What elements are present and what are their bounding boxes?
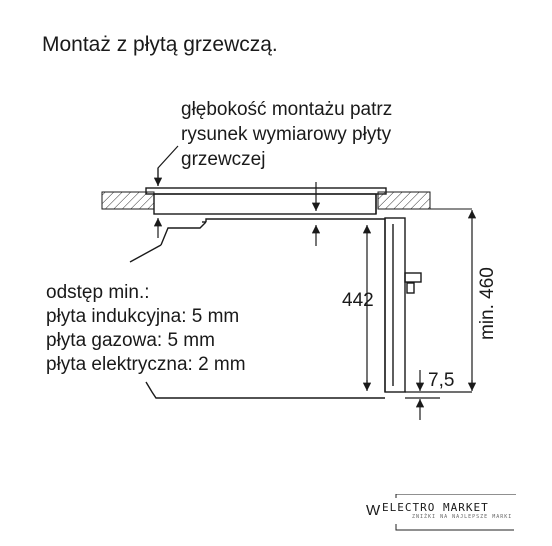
gap-label: 7,5 [428, 370, 454, 391]
oven-door [384, 217, 422, 393]
oven-body [129, 218, 386, 399]
page-title: Montaż z płytą grzewczą. [42, 33, 278, 56]
gap-dimension [405, 370, 472, 420]
hob [145, 187, 387, 215]
depth-note-line-2: rysunek wymiarowy płyty [181, 124, 392, 145]
logo-frame-icon [395, 494, 516, 531]
logo-prefix: W [366, 502, 381, 519]
height-label: 442 [342, 290, 374, 311]
depth-note-line-3: grzewczej [181, 149, 266, 170]
depth-arrow [153, 145, 321, 246]
logo-name: ELECTRO MARKET [382, 501, 489, 514]
spacing-note-gas: płyta gazowa: 5 mm [46, 330, 215, 351]
depth-note-line-1: głębokość montażu patrz [181, 99, 393, 120]
spacing-note-induction: płyta indukcyjna: 5 mm [46, 306, 240, 327]
min-height-label: min. 460 [477, 267, 498, 340]
worktop-right [377, 191, 472, 210]
spacing-note-heading: odstęp min.: [46, 282, 150, 303]
spacing-note-electric: płyta elektryczna: 2 mm [46, 354, 246, 375]
logo-tagline: ZNIŻKI NA NAJLEPSZE MARKI [412, 514, 513, 520]
